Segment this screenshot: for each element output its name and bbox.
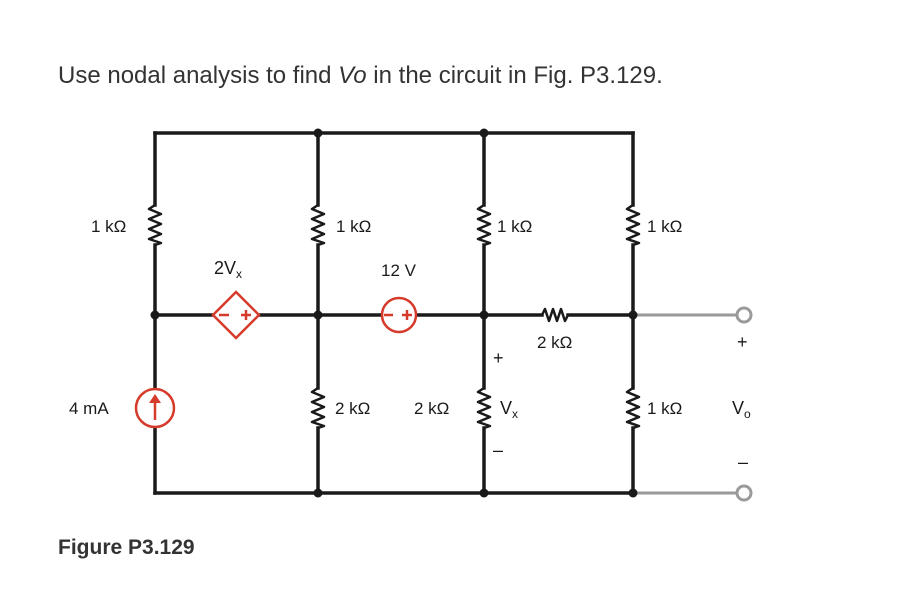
junction-bottom-col3 xyxy=(479,488,489,498)
problem-statement: Use nodal analysis to find Vo in the cir… xyxy=(58,62,663,90)
resistor-mid-horizontal xyxy=(540,307,570,323)
label-r-mid-horizontal: 2 kΩ xyxy=(537,333,572,352)
label-r-left-top: 1 kΩ xyxy=(91,217,126,236)
vo-plus-sign: + xyxy=(737,332,748,352)
label-r-col4-top: 1 kΩ xyxy=(647,217,682,236)
problem-variable: Vo xyxy=(338,62,367,89)
resistor-col2-bottom xyxy=(310,386,326,430)
dependent-source-diamond xyxy=(211,290,261,340)
output-terminal-bottom xyxy=(735,484,753,502)
vx-minus-sign: – xyxy=(493,440,503,460)
problem-text-end: in the circuit in Fig. P3.129. xyxy=(366,62,663,89)
label-vo: Vo xyxy=(732,398,751,421)
label-r-col2-top: 1 kΩ xyxy=(336,217,371,236)
resistor-left-top xyxy=(147,203,163,247)
current-source-4ma xyxy=(134,387,176,429)
current-source-arrow-head xyxy=(149,394,161,403)
junction-top-col3 xyxy=(479,128,489,138)
problem-text-start: Use nodal analysis to find xyxy=(58,62,339,89)
vo-minus-sign: – xyxy=(738,452,748,472)
label-current-source: 4 mA xyxy=(69,399,109,418)
junction-dots xyxy=(150,128,638,498)
resistor-col4-bottom xyxy=(625,386,641,430)
vx-plus-sign: + xyxy=(493,348,504,368)
voltage-source-circle xyxy=(380,296,418,334)
resistor-col3-bottom xyxy=(476,386,492,430)
junction-mid-col1 xyxy=(150,310,160,320)
junction-bottom-col2 xyxy=(313,488,323,498)
output-leads xyxy=(633,306,753,502)
junction-mid-col4 xyxy=(628,310,638,320)
label-vx: Vx xyxy=(500,398,518,421)
figure-caption: Figure P3.129 xyxy=(58,536,195,559)
resistor-col4-top xyxy=(625,203,641,247)
dependent-voltage-source xyxy=(211,290,261,340)
output-terminal-top xyxy=(735,306,753,324)
label-voltage-source: 12 V xyxy=(381,261,417,280)
junction-top-col2 xyxy=(313,128,323,138)
junction-mid-col3 xyxy=(479,310,489,320)
resistor-col2-top xyxy=(310,203,326,247)
label-r-col3-bottom: 2 kΩ xyxy=(414,399,449,418)
label-r-col4-bottom: 1 kΩ xyxy=(647,399,682,418)
label-r-col3-top: 1 kΩ xyxy=(497,217,532,236)
resistors xyxy=(147,203,641,430)
label-dependent-source: 2Vx xyxy=(214,258,242,281)
voltage-source-12v xyxy=(380,296,418,334)
resistor-col3-top xyxy=(476,203,492,247)
label-r-col2-bottom: 2 kΩ xyxy=(335,399,370,418)
junction-bottom-col4 xyxy=(628,488,638,498)
junction-mid-col2 xyxy=(313,310,323,320)
